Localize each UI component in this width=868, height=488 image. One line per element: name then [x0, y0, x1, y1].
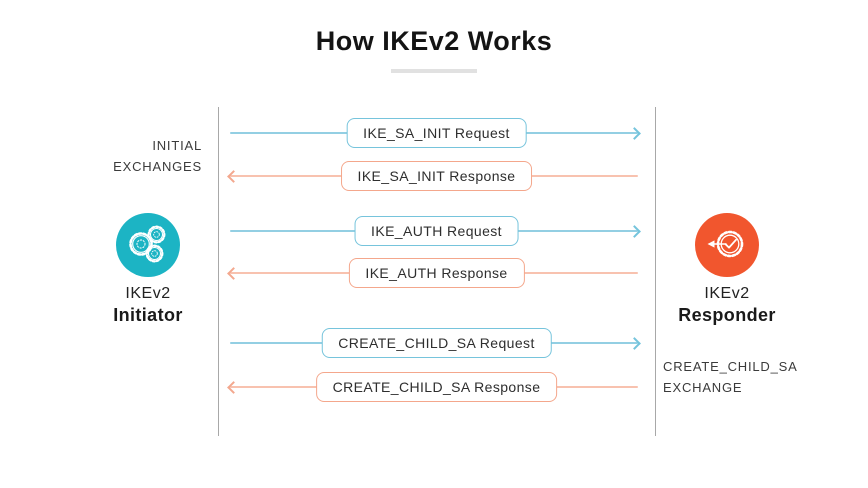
initiator-party: IKEv2 Initiator — [73, 213, 223, 326]
page-title: How IKEv2 Works — [315, 26, 553, 56]
initiator-name: IKEv2 — [125, 285, 171, 302]
message-box: CREATE_CHILD_SA Request — [321, 328, 552, 358]
message-row-ike-sa-init-response: IKE_SA_INIT Response — [218, 161, 655, 191]
responder-lifeline — [655, 107, 656, 436]
message-box: IKE_SA_INIT Request — [346, 118, 527, 148]
arrow-left-icon — [227, 381, 240, 394]
message-box: IKE_SA_INIT Response — [340, 161, 533, 191]
title-underline — [391, 69, 477, 73]
gears-icon — [116, 213, 180, 277]
message-row-ike-auth-request: IKE_AUTH Request — [218, 216, 655, 246]
label-line: INITIAL — [152, 138, 202, 153]
label-line: CREATE_CHILD_SA — [663, 359, 798, 374]
message-box: IKE_AUTH Response — [348, 258, 525, 288]
arrow-right-icon — [628, 337, 641, 350]
create-child-sa-exchange-label: CREATE_CHILD_SA EXCHANGE — [663, 357, 823, 399]
arrow-right-icon — [628, 127, 641, 140]
initiator-role: Initiator — [113, 305, 183, 325]
initial-exchanges-label: INITIAL EXCHANGES — [60, 136, 202, 178]
initiator-lifeline — [218, 107, 219, 436]
responder-role: Responder — [678, 305, 776, 325]
message-row-ike-sa-init-request: IKE_SA_INIT Request — [218, 118, 655, 148]
verified-badge-icon — [695, 213, 759, 277]
message-box: CREATE_CHILD_SA Response — [315, 372, 558, 402]
responder-name: IKEv2 — [704, 285, 750, 302]
label-line: EXCHANGES — [113, 158, 202, 174]
label-line: EXCHANGE — [663, 379, 743, 395]
arrow-left-icon — [227, 267, 240, 280]
arrow-right-icon — [628, 225, 641, 238]
message-box: IKE_AUTH Request — [354, 216, 519, 246]
message-row-ike-auth-response: IKE_AUTH Response — [218, 258, 655, 288]
message-row-create-child-sa-request: CREATE_CHILD_SA Request — [218, 328, 655, 358]
responder-party: IKEv2 Responder — [652, 213, 802, 326]
message-row-create-child-sa-response: CREATE_CHILD_SA Response — [218, 372, 655, 402]
arrow-left-icon — [227, 170, 240, 183]
